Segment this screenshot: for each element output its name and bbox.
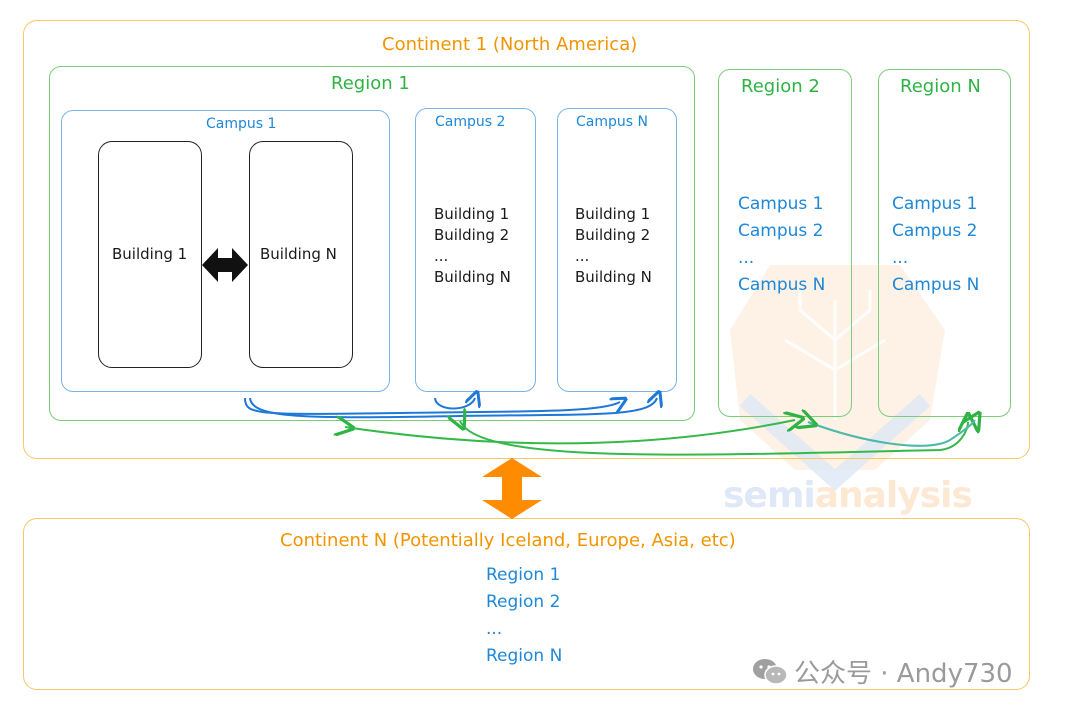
- building-1-box: [98, 141, 202, 368]
- region-link-2-n: [808, 420, 975, 447]
- campus-links: [244, 398, 657, 419]
- list-item: ...: [486, 619, 503, 639]
- logo-tree-icon: [784, 290, 886, 420]
- list-item: Campus 1: [738, 194, 824, 214]
- continent-n-region-list: Region 1 Region 2 ... Region N: [486, 562, 562, 670]
- campus-1-box: [61, 110, 390, 392]
- list-item: Region 2: [486, 592, 561, 612]
- watermark-brand: semianalysis: [723, 475, 973, 516]
- campus-n-box: [557, 108, 677, 392]
- wechat-label: 公众号 · Andy730: [794, 659, 1013, 689]
- region-link-1-n: [460, 421, 968, 456]
- region-2-title: Region 2: [741, 76, 820, 97]
- campus-link-2-self: [434, 398, 475, 410]
- campus-2-building-list: Building 1 Building 2 ... Building N: [434, 204, 511, 288]
- wechat-icon: [753, 658, 788, 685]
- watermark-semi: semi: [723, 475, 816, 516]
- list-item: Building 1: [575, 205, 651, 223]
- campus-1-title: Campus 1: [206, 116, 277, 132]
- list-item: Campus 2: [892, 221, 978, 241]
- building-link-arrow: [202, 248, 248, 282]
- region-n-campus-list: Campus 1 Campus 2 ... Campus N: [892, 191, 979, 299]
- list-item: Campus 2: [738, 221, 824, 241]
- building-n-label: Building N: [260, 245, 337, 263]
- watermark-analysis: analysis: [814, 475, 973, 516]
- region-link-1-2: [345, 420, 795, 445]
- list-item: Building 2: [434, 226, 510, 244]
- list-item: Region N: [486, 646, 563, 666]
- wechat-watermark: 公众号 · Andy730: [752, 653, 1013, 690]
- list-item: ...: [892, 248, 909, 268]
- region-n-title: Region N: [900, 76, 981, 97]
- list-item: Building N: [434, 268, 511, 286]
- campus-n-building-list: Building 1 Building 2 ... Building N: [575, 204, 652, 288]
- list-item: ...: [575, 247, 590, 265]
- region-2-campus-list: Campus 1 Campus 2 ... Campus N: [738, 191, 825, 299]
- region-1-title: Region 1: [331, 73, 410, 94]
- inter-continent-arrow: [482, 458, 542, 519]
- list-item: Campus 1: [892, 194, 978, 214]
- list-item: ...: [434, 247, 449, 265]
- continent-n-box: [23, 518, 1030, 690]
- campus-n-title: Campus N: [576, 114, 648, 130]
- building-n-box: [249, 141, 353, 368]
- region-links: [345, 420, 975, 456]
- list-item: Campus N: [892, 275, 980, 295]
- campus-link-1-n: [244, 398, 620, 415]
- list-item: ...: [738, 248, 755, 268]
- list-item: Building 2: [575, 226, 651, 244]
- continent-n-title: Continent N (Potentially Iceland, Europe…: [280, 530, 736, 551]
- list-item: Campus N: [738, 275, 826, 295]
- list-item: Building 1: [434, 205, 510, 223]
- building-1-label: Building 1: [112, 245, 188, 263]
- list-item: Region 1: [486, 565, 561, 585]
- list-item: Building N: [575, 268, 652, 286]
- campus-2-title: Campus 2: [435, 114, 506, 130]
- continent-1-title: Continent 1 (North America): [382, 34, 638, 55]
- continent-1-box: [23, 20, 1030, 459]
